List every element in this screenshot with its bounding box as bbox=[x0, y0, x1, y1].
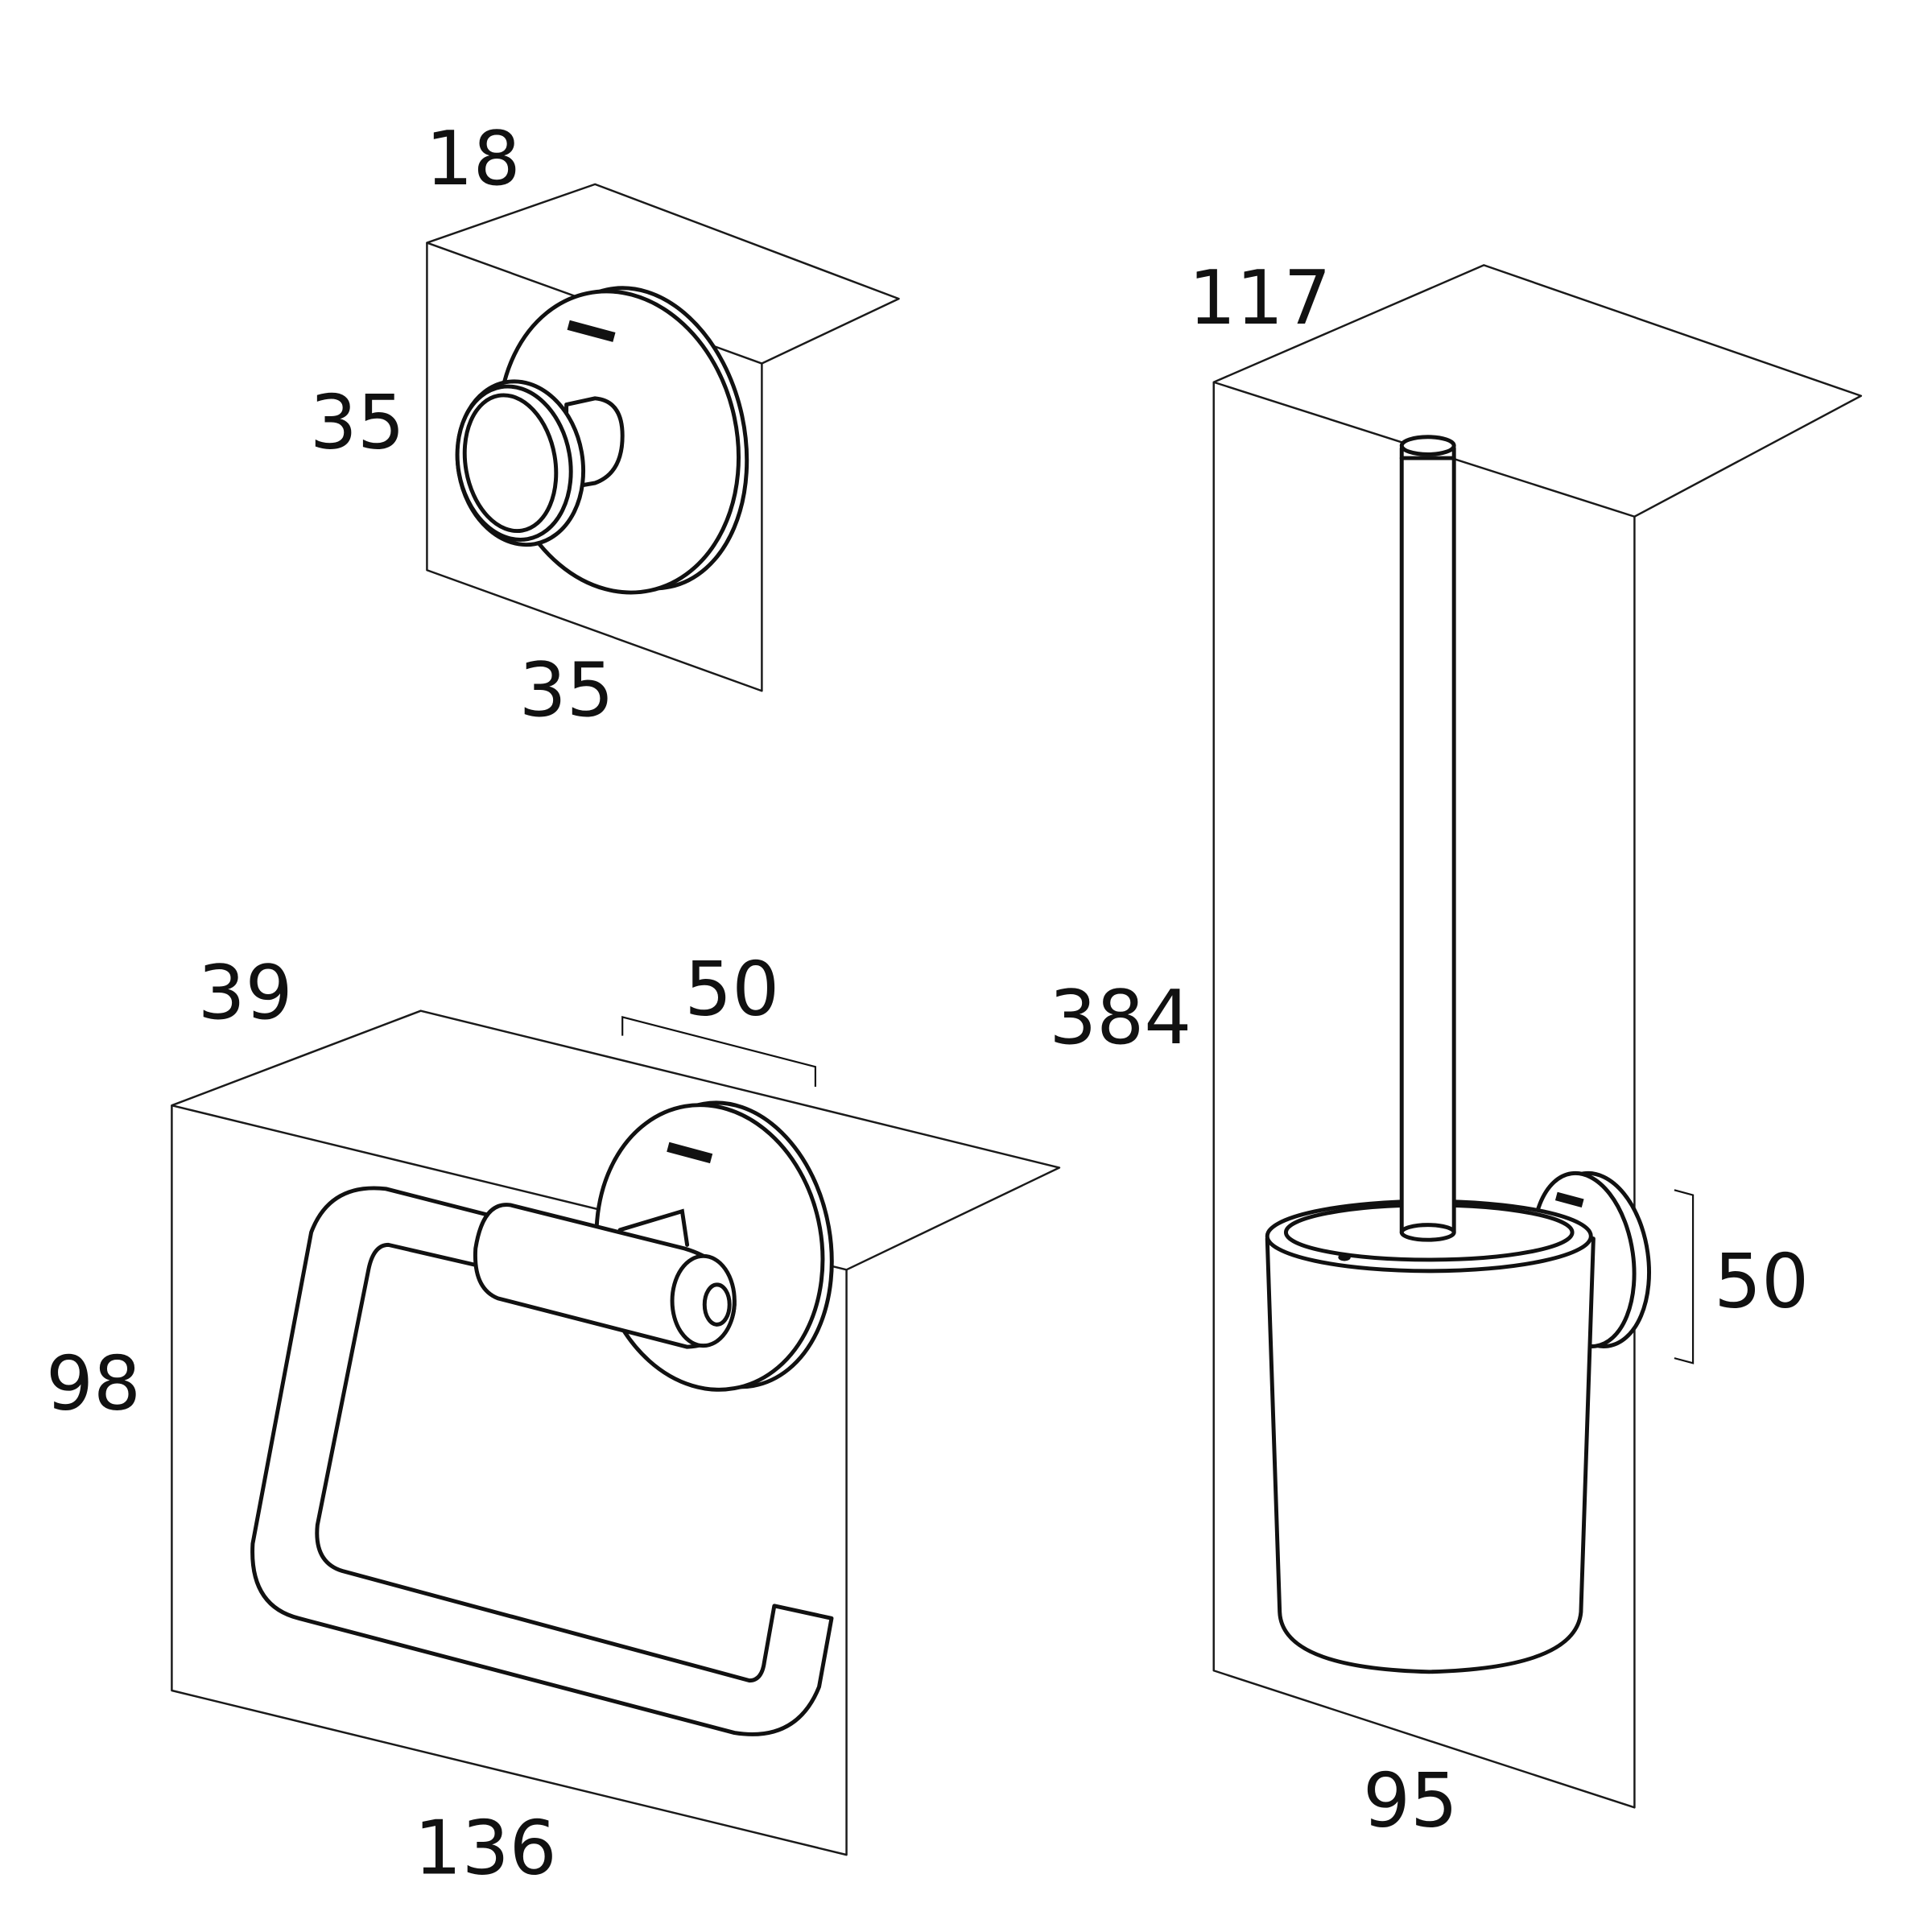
roll-holder-product bbox=[250, 1100, 834, 1736]
roll-holder-depth-label: 39 bbox=[198, 949, 293, 1036]
roll-holder-drawing: 39 50 98 136 bbox=[46, 945, 1061, 1891]
brand-logo-icon bbox=[567, 320, 616, 342]
hook-drawing: 18 35 35 bbox=[310, 115, 900, 733]
roll-holder-width-label: 136 bbox=[415, 1804, 557, 1891]
brand-logo-icon bbox=[667, 1141, 713, 1164]
toilet-brush-drawing: 117 384 95 50 bbox=[1049, 254, 1863, 1844]
roll-holder-rosette-label: 50 bbox=[684, 945, 779, 1032]
brand-logo-icon bbox=[1554, 1191, 1584, 1208]
toilet-brush-product bbox=[1265, 435, 1652, 1674]
brush-rosette-label: 50 bbox=[1714, 1238, 1809, 1325]
hook-height-label: 35 bbox=[310, 379, 405, 466]
rosette-dimension-bracket bbox=[621, 1016, 816, 1087]
drain-hole bbox=[1338, 1253, 1351, 1261]
brush-height-label: 384 bbox=[1049, 974, 1191, 1061]
brush-width-label: 95 bbox=[1363, 1757, 1458, 1844]
hook-width-label: 35 bbox=[519, 646, 614, 733]
brush-depth-label: 117 bbox=[1188, 254, 1331, 341]
hook-depth-label: 18 bbox=[426, 115, 521, 202]
roll-holder-height-label: 98 bbox=[46, 1340, 141, 1427]
hook-product bbox=[455, 286, 749, 595]
brush-rosette-dimension-bracket bbox=[1674, 1189, 1695, 1364]
toilet-brush-bounding-box bbox=[1212, 264, 1863, 1809]
